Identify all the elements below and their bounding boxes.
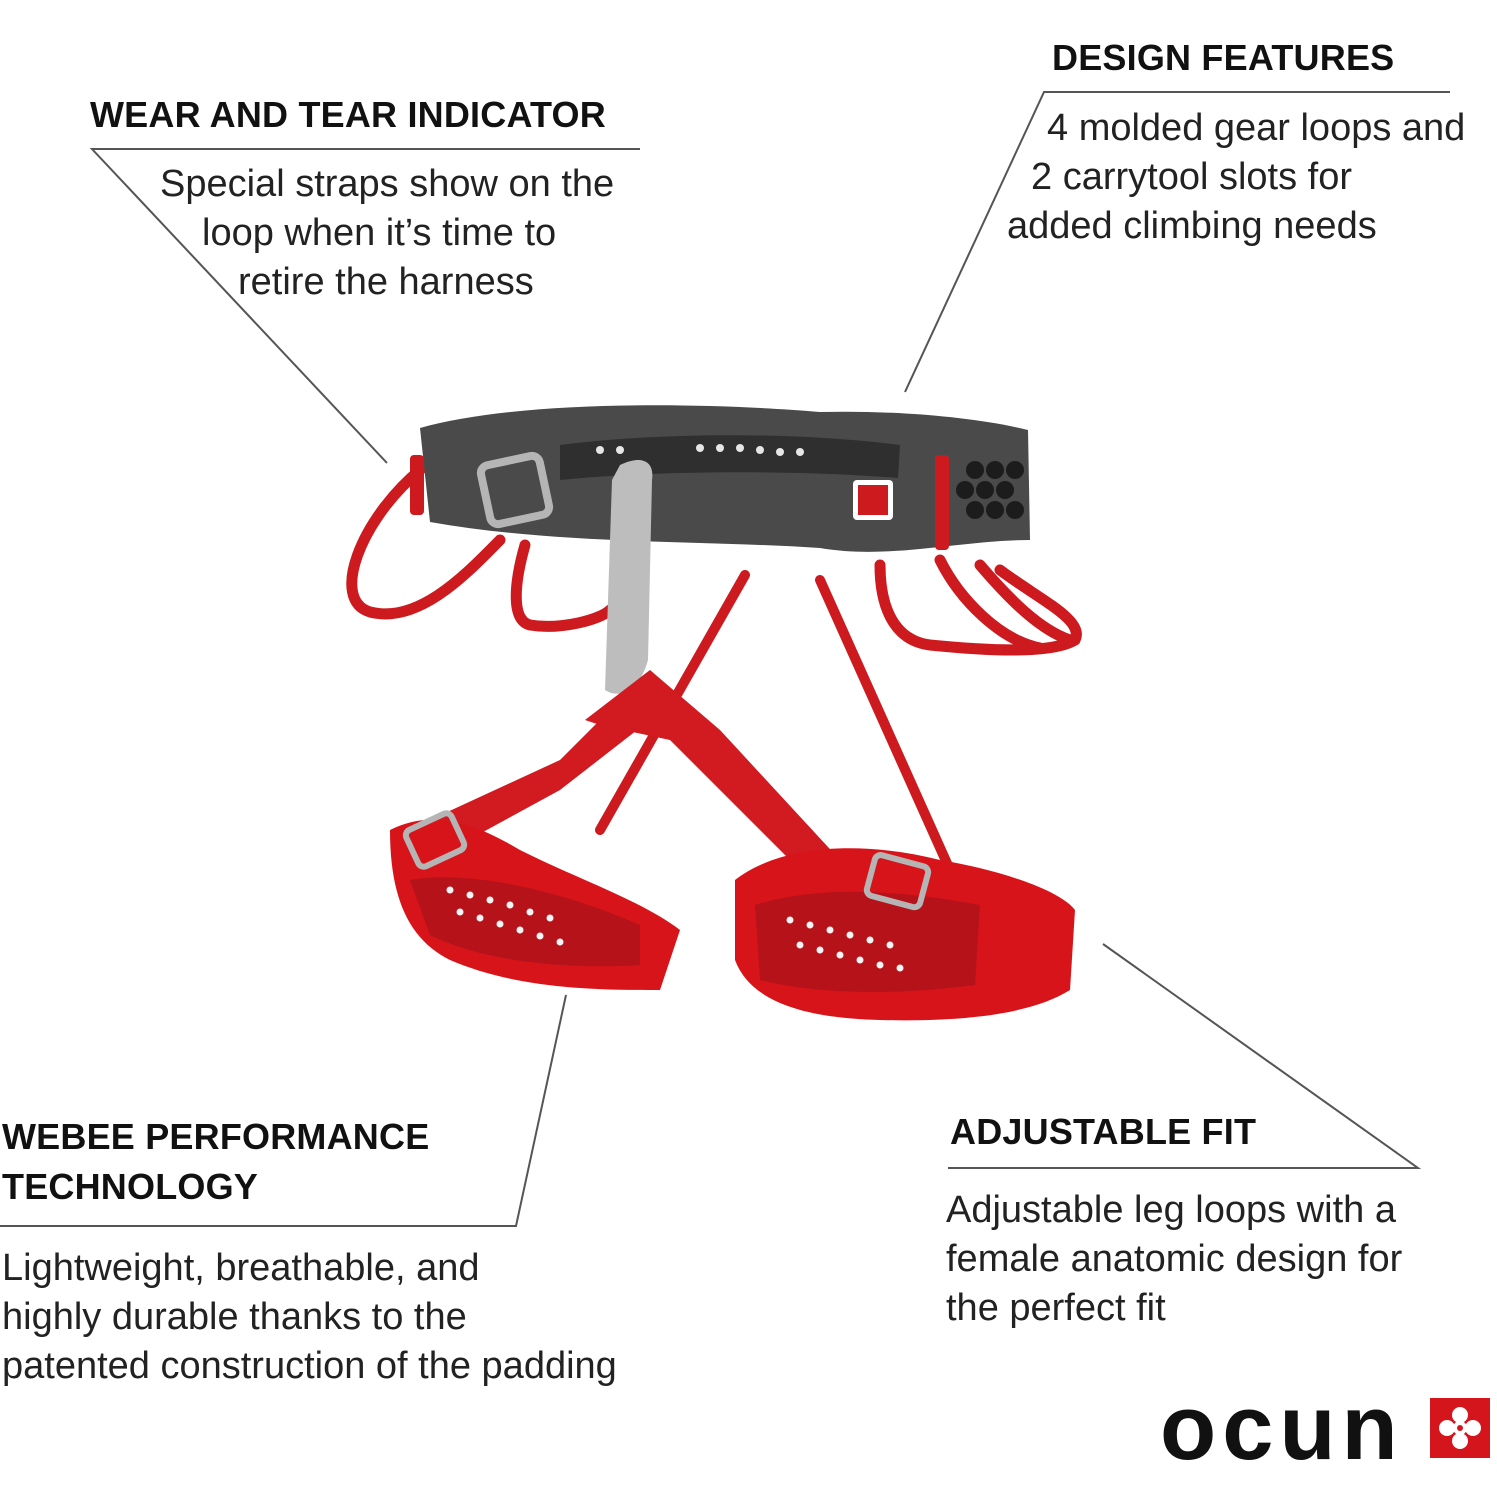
wear-text-line-1: Special straps show on the <box>160 163 615 205</box>
wear-text-line-2: loop when it’s time to <box>202 212 557 254</box>
design-text-line-1: 4 molded gear loops and <box>1047 107 1466 149</box>
fit-text: Adjustable leg loops with a female anato… <box>946 1186 1402 1333</box>
wear-text: Special straps show on the loop when it’… <box>160 160 614 307</box>
webee-heading-line-2: TECHNOLOGY <box>2 1166 259 1207</box>
design-heading: DESIGN FEATURES <box>1052 37 1395 78</box>
fit-heading: ADJUSTABLE FIT <box>950 1111 1257 1152</box>
wear-text-line-3: retire the harness <box>238 261 534 303</box>
belay-loop <box>605 460 653 694</box>
webee-heading-line-1: WEBEE PERFORMANCE <box>2 1116 430 1157</box>
design-text-line-3: added climbing needs <box>1007 205 1377 247</box>
wear-heading: WEAR AND TEAR INDICATOR <box>90 94 606 135</box>
fit-text-line-1: Adjustable leg loops with a <box>946 1189 1396 1231</box>
webee-text-line-2: highly durable thanks to the <box>2 1296 467 1338</box>
design-callout-line <box>904 91 1450 393</box>
webee-heading: WEBEE PERFORMANCE TECHNOLOGY <box>2 1112 429 1212</box>
fit-text-line-3: the perfect fit <box>946 1287 1166 1329</box>
webee-text-line-3: patented construction of the padding <box>2 1345 617 1387</box>
design-text-line-2: 2 carrytool slots for <box>1031 156 1352 198</box>
ocun-logo-wordmark: ocun <box>1160 1377 1404 1479</box>
wear-callout-line <box>89 148 640 464</box>
design-text: 4 molded gear loops and 2 carrytool slot… <box>1007 104 1465 251</box>
gear-loops <box>346 464 1082 656</box>
webee-text-line-1: Lightweight, breathable, and <box>2 1247 480 1289</box>
ocun-flower-icon <box>1430 1398 1490 1458</box>
webee-text: Lightweight, breathable, and highly dura… <box>2 1244 617 1391</box>
webee-callout-line <box>0 994 567 1227</box>
fit-text-line-2: female anatomic design for <box>946 1238 1403 1280</box>
fit-callout-line <box>948 943 1422 1169</box>
